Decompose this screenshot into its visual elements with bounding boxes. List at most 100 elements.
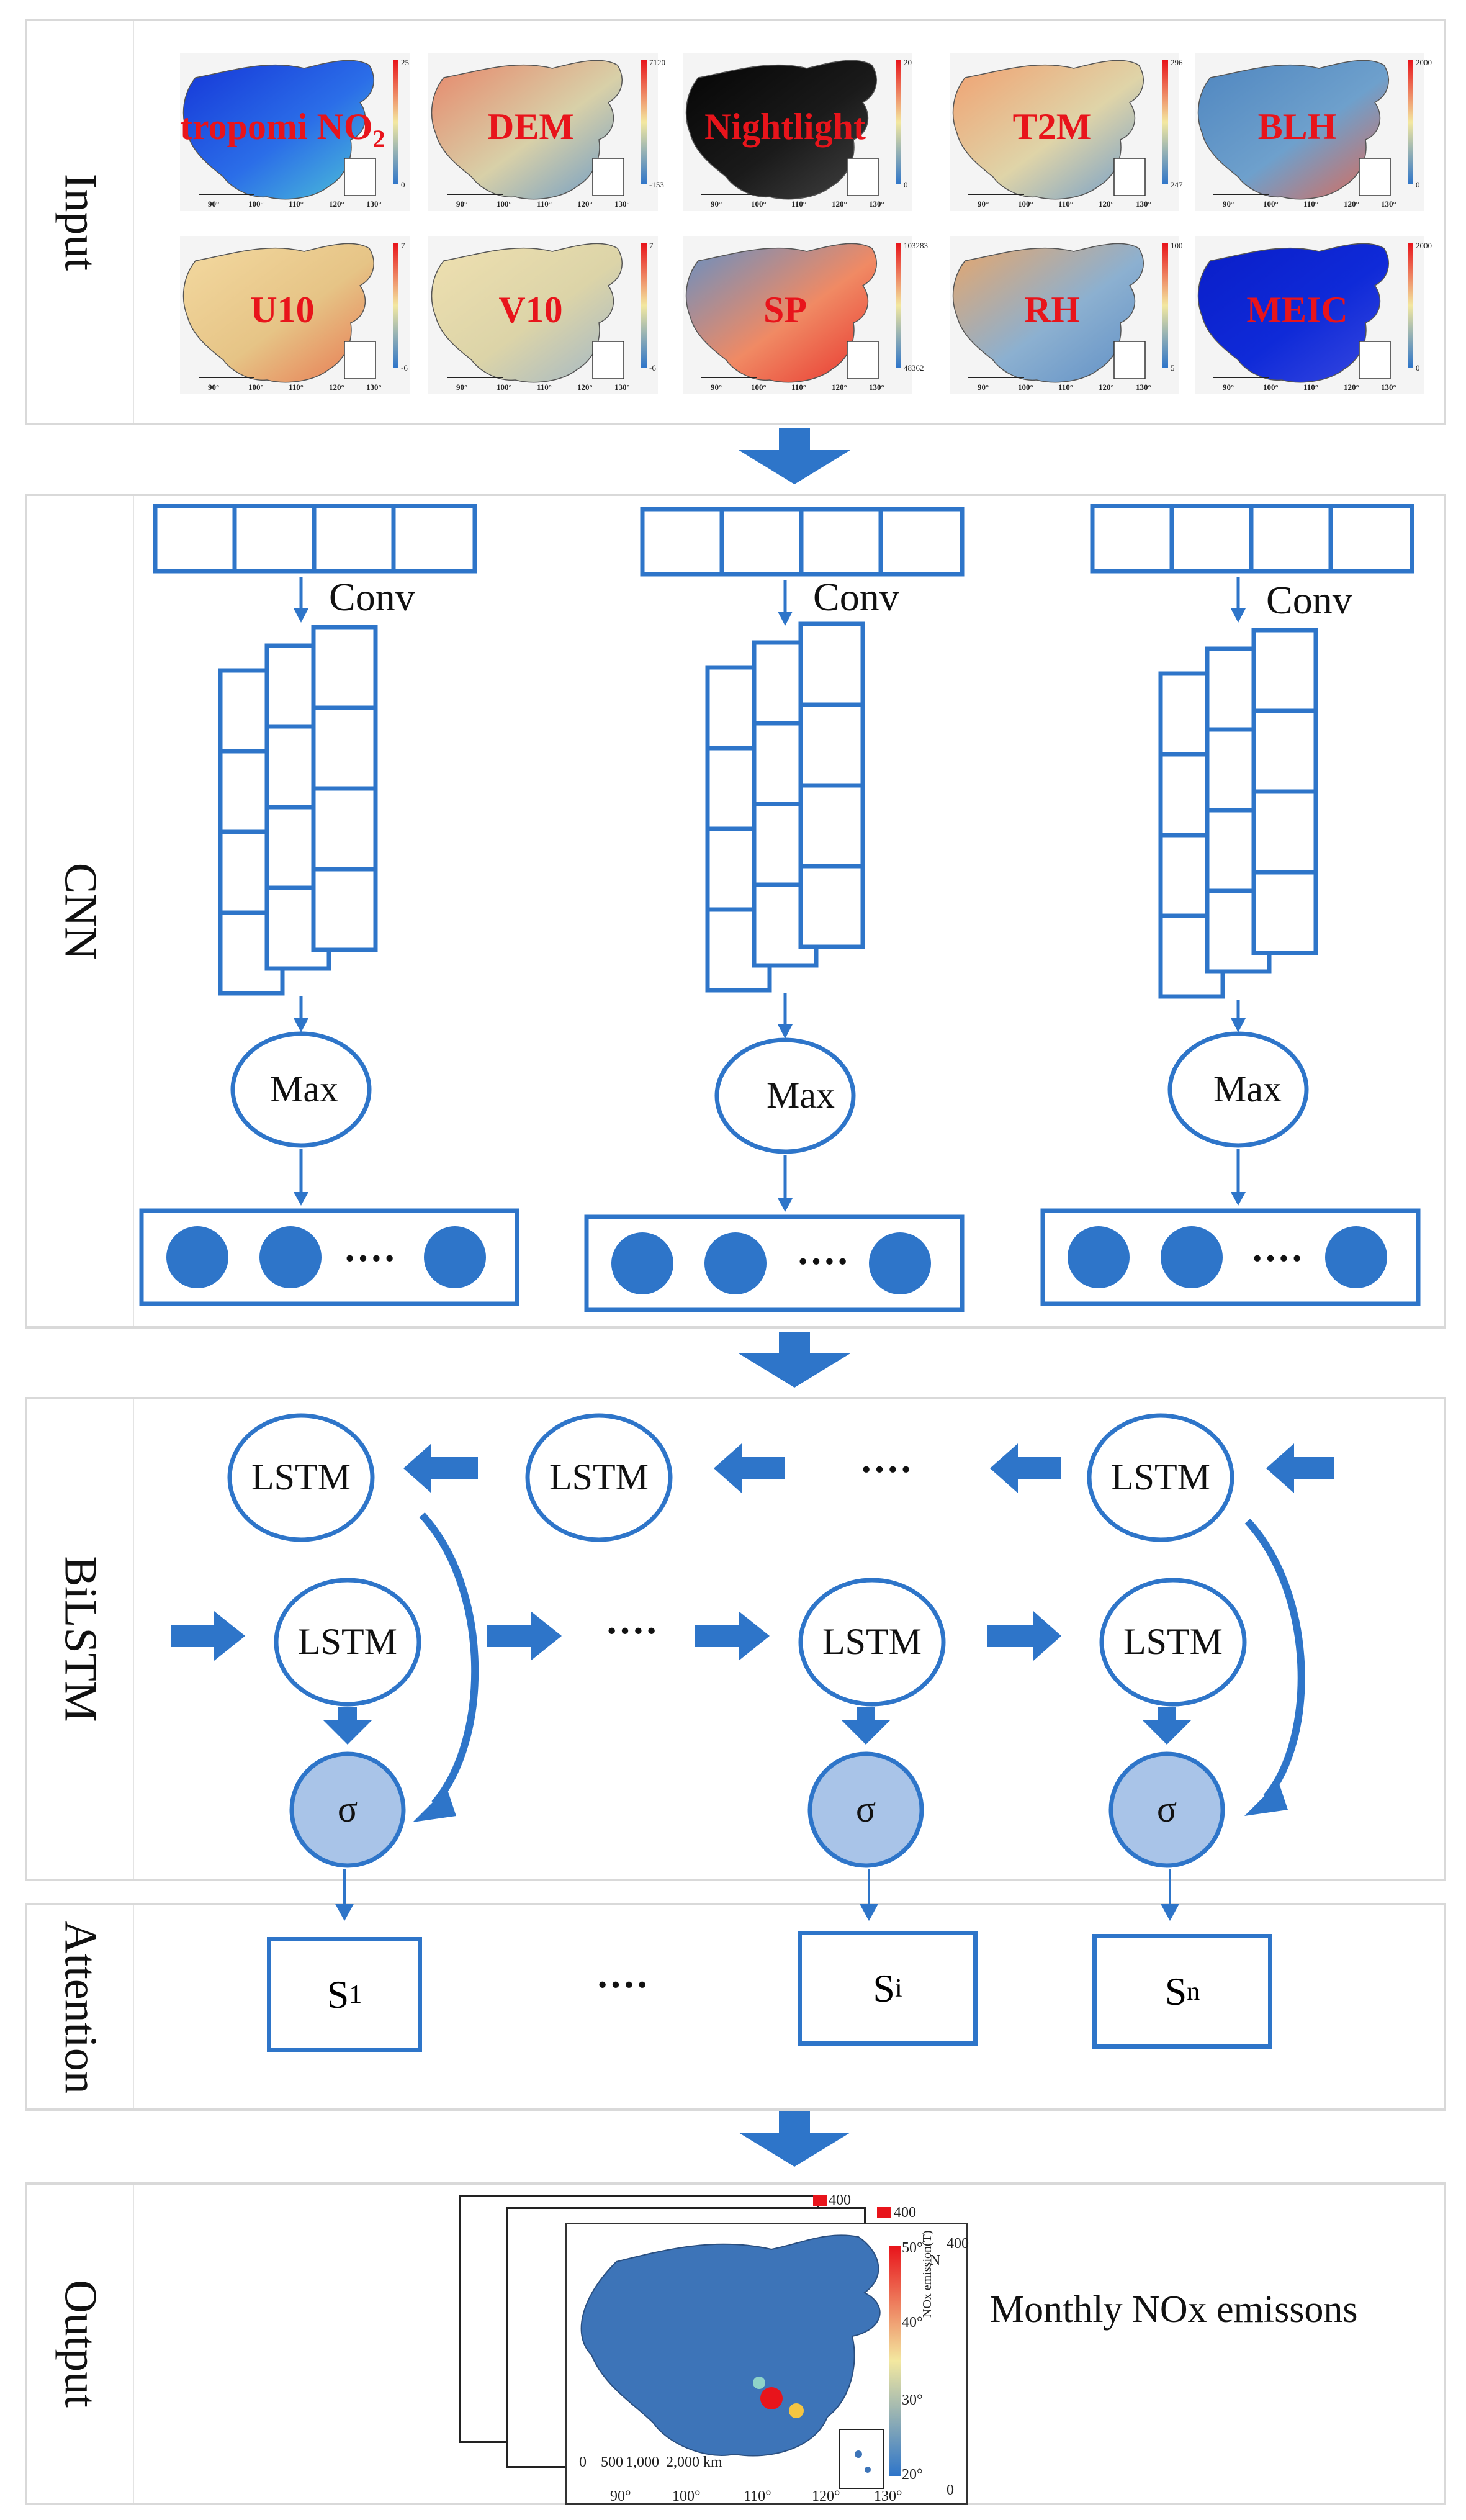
attention-dots: ···· <box>596 1962 649 2007</box>
lstm-label-b2: LSTM <box>549 1456 649 1497</box>
sn-label: S <box>1164 1969 1187 2013</box>
curve-arrowhead-n <box>1244 1782 1288 1816</box>
lstm-label-f1: LSTM <box>297 1621 398 1662</box>
left-arrow-4 <box>1266 1443 1334 1493</box>
input-map-graphic <box>428 53 658 211</box>
input-map-lon-tick: 100° <box>751 382 767 392</box>
feature-circle <box>1068 1226 1130 1288</box>
feature-circle <box>424 1226 486 1288</box>
input-map-lon-tick: 130° <box>366 382 382 392</box>
curve-arrow-1 <box>419 1512 479 1806</box>
right-arrow-4 <box>987 1611 1061 1661</box>
input-map-lon-tick: 90° <box>1223 199 1234 209</box>
input-map-scale-bottom: 5 <box>1171 363 1175 373</box>
s1-label: S <box>326 1972 349 2016</box>
input-map-lon-tick: 90° <box>1223 382 1234 392</box>
max-pool-node <box>230 1031 372 1148</box>
input-map-lon-tick: 100° <box>497 199 512 209</box>
lstm-forward-1 <box>274 1578 421 1707</box>
input-map-scale-top: 103283 <box>904 241 928 250</box>
feature-dots-1: ···· <box>343 1236 397 1280</box>
right-arrow-1 <box>171 1611 245 1661</box>
input-map-scale-top: 2000 <box>1416 241 1432 250</box>
input-map-scale-bottom: -6 <box>649 363 656 373</box>
output-caption: Monthly NOx emissons <box>990 2288 1358 2331</box>
input-map-lon-tick: 90° <box>978 382 989 392</box>
input-map-scale-top: 296 <box>1171 58 1183 67</box>
input-map-lon-tick: 100° <box>248 199 264 209</box>
input-map-lon-tick: 110° <box>1303 382 1318 392</box>
input-map-graphic <box>1195 53 1424 211</box>
input-map-lon-tick: 130° <box>614 382 630 392</box>
input-map-label: DEM <box>487 106 574 147</box>
output-lat-30: 30° <box>902 2392 923 2408</box>
curve-arrow-n <box>1244 1518 1305 1800</box>
input-map-lon-tick: 90° <box>456 382 468 392</box>
input-map-graphic <box>1195 236 1424 394</box>
sigma-node-1 <box>289 1751 406 1868</box>
output-scalebar-2000: 2,000 km <box>666 2454 722 2470</box>
output-scalebar-500: 500 <box>601 2454 623 2470</box>
input-map-lon-tick: 100° <box>1018 382 1033 392</box>
max-pool-node <box>714 1037 856 1154</box>
input-map-scale-top: 2000 <box>1416 58 1432 67</box>
attn-arrowhead-i <box>859 1904 879 1922</box>
max-pool-node <box>1167 1031 1309 1148</box>
input-map-lon-tick: 120° <box>1344 199 1359 209</box>
cnn-label-column: CNN <box>27 496 134 1326</box>
input-map-scale-top: 7120 <box>649 58 665 67</box>
lstm-label-b1: LSTM <box>251 1456 351 1497</box>
input-map-lon-tick: 90° <box>208 199 220 209</box>
si-label: S <box>873 1966 895 2010</box>
lstm-forward-i <box>798 1578 946 1707</box>
feature-circle <box>869 1232 931 1294</box>
s1-sub: 1 <box>349 1980 362 2009</box>
output-lon-110: 110° <box>744 2488 771 2504</box>
feature-circle <box>259 1226 322 1288</box>
input-map-lon-tick: 120° <box>832 199 847 209</box>
input-map-label: Nightlight <box>704 106 866 147</box>
input-map-lon-tick: 110° <box>289 199 304 209</box>
input-map-lon-tick: 100° <box>1263 199 1279 209</box>
output-map-canvas <box>580 2234 901 2489</box>
down-arrow-sigma-n <box>1142 1707 1192 1745</box>
input-map-label: MEIC <box>1246 289 1348 330</box>
input-map-graphic <box>180 236 410 394</box>
output-lon-120: 120° <box>812 2488 840 2504</box>
output-map-shape <box>580 2234 881 2457</box>
conv-label-3: Conv <box>1266 578 1352 622</box>
down-arrow-3 <box>739 2111 850 2167</box>
sigma-node-i <box>807 1751 924 1868</box>
lstm-label-bn: LSTM <box>1110 1456 1211 1497</box>
input-map-scale-bottom: 0 <box>904 180 908 189</box>
input-map-scale-top: 25 <box>401 58 409 67</box>
output-lat-20: 20° <box>902 2467 923 2483</box>
feature-circle <box>166 1226 228 1288</box>
bilstm-dots-top: ···· <box>860 1447 913 1491</box>
left-arrow-1 <box>403 1443 478 1493</box>
input-map-lon-tick: 130° <box>1381 382 1396 392</box>
input-map-lon-tick: 110° <box>791 199 806 209</box>
input-map-lon-tick: 110° <box>791 382 806 392</box>
feature-circle <box>704 1232 767 1294</box>
sigma-node-n <box>1108 1751 1225 1868</box>
input-map-lon-tick: 120° <box>1344 382 1359 392</box>
input-map-label: BLH <box>1257 106 1337 147</box>
input-map-lon-tick: 120° <box>577 382 593 392</box>
pool-arrow-head <box>1231 1018 1246 1032</box>
input-map-lon-tick: 110° <box>1058 199 1073 209</box>
bilstm-label-column: BiLSTM <box>27 1399 134 1879</box>
